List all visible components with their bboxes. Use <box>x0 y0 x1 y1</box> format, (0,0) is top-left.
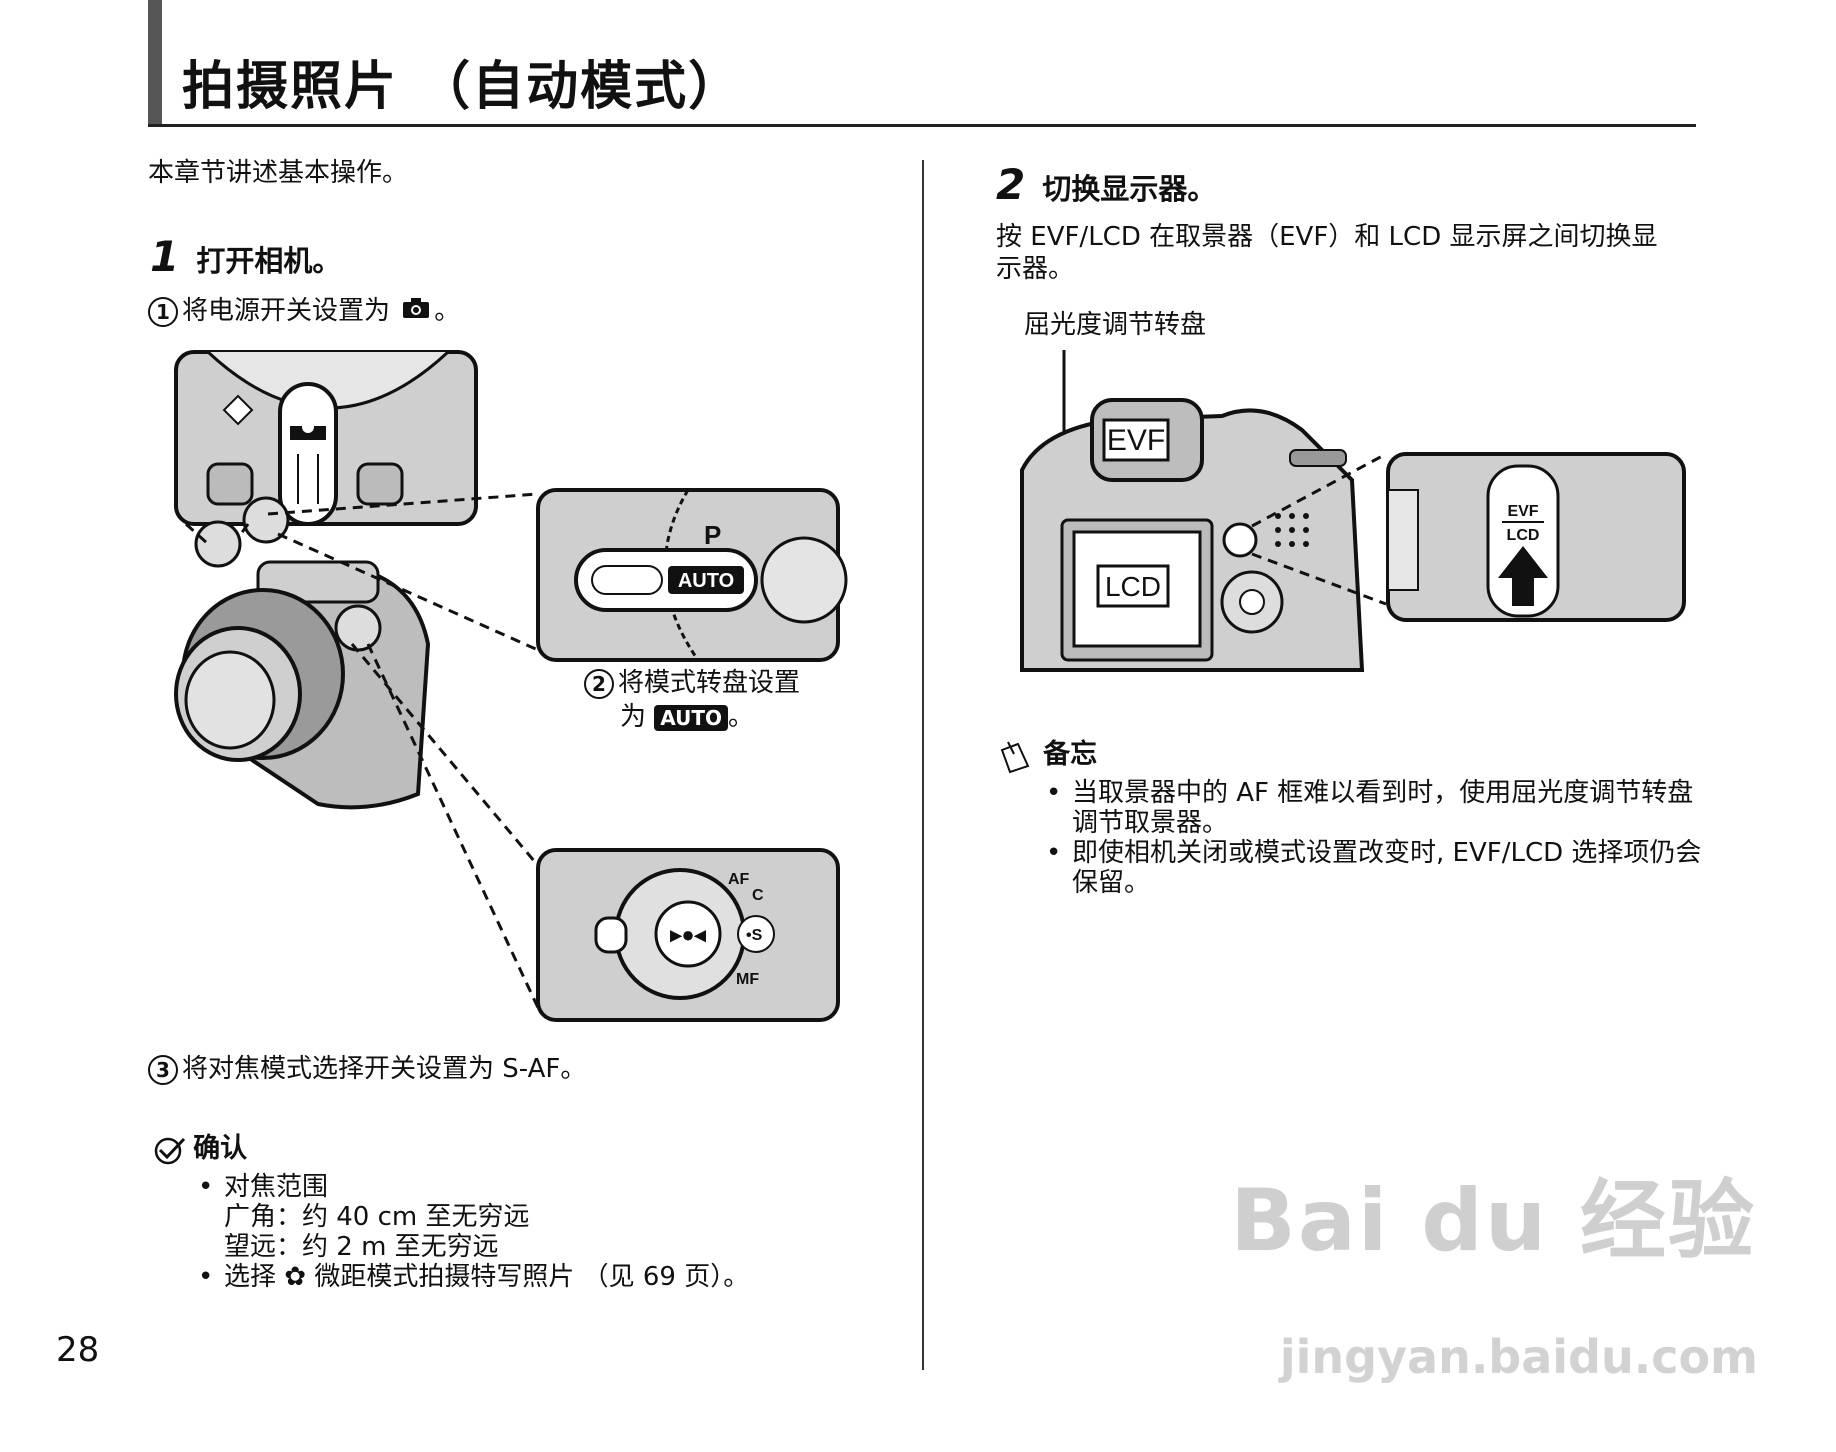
evf-leader-lines <box>1251 452 1387 606</box>
sub2-pre: 为 <box>620 702 647 732</box>
sub2-line1: 将模式转盘设置 <box>618 668 801 698</box>
evf-lcd-button-panel: EVF LCD <box>1386 452 1686 622</box>
baidu-watermark-url: jingyan.baidu.com <box>1279 1330 1758 1384</box>
memo-line: 调节取景器。 <box>1072 808 1229 838</box>
memo-line: 即使相机关闭或模式设置改变时, EVF/LCD 选择项仍会 <box>1072 838 1702 868</box>
step2-number: 2 <box>996 160 1026 209</box>
leader-lines <box>184 492 542 1013</box>
memo-line: 当取景器中的 AF 框难以看到时，使用屈光度调节转盘 <box>1072 778 1694 808</box>
memo-icon <box>998 740 1032 778</box>
dial-p-label: P <box>704 520 721 550</box>
evf-lcd-illustration: EVF LCD EVF LCD <box>1020 350 1686 672</box>
camera-back: EVF LCD <box>1020 398 1365 672</box>
check-icon <box>152 1136 188 1170</box>
lcd-label: LCD <box>1105 571 1161 602</box>
step1-sub2-line2: 为 AUTO。 <box>620 702 754 733</box>
sub3-text: 将对焦模式选择开关设置为 S-AF。 <box>182 1054 587 1084</box>
confirm-line: 对焦范围 <box>224 1172 329 1202</box>
step2-title: 切换显示器。 <box>1042 172 1217 206</box>
memo-title: 备忘 <box>1043 739 1098 770</box>
mode-dial-panel: AUTO P <box>536 488 848 662</box>
focus-mode-panel: ▸●◂ AF C •S MF <box>536 848 840 1022</box>
title-underline <box>148 124 1696 127</box>
diopter-callout: 屈光度调节转盘 <box>1024 310 1207 340</box>
auto-badge: AUTO <box>654 704 729 731</box>
camera-body <box>174 496 431 810</box>
step1-heading: 1 打开相机。 <box>150 232 341 281</box>
focus-c-label: C <box>752 887 764 904</box>
circled-number-2: 2 <box>584 668 614 699</box>
confirm-bullet-1-text: 对焦范围 广角：约 40 cm 至无穷远 望远：约 2 m 至无穷远 <box>224 1172 530 1262</box>
confirm-heading: 确认 <box>152 1126 247 1170</box>
power-switch-panel <box>174 350 478 526</box>
intro-text: 本章节讲述基本操作。 <box>148 158 409 188</box>
focus-af-label: AF <box>728 871 750 888</box>
page-number: 28 <box>56 1330 100 1370</box>
confirm-title: 确认 <box>193 1133 248 1164</box>
dial-auto-label: AUTO <box>678 570 734 592</box>
memo-bullet-2-text: 即使相机关闭或模式设置改变时, EVF/LCD 选择项仍会 保留。 <box>1072 838 1701 898</box>
camera-mode-icon <box>402 296 430 327</box>
step1-number: 1 <box>150 232 180 281</box>
memo-line: 保留。 <box>1072 868 1151 898</box>
btn-lcd-label: LCD <box>1507 527 1540 544</box>
memo-bullet-2: • <box>1046 838 1062 868</box>
camera-setup-illustration: AUTO P ▸●◂ AF C •S MF <box>174 350 848 1022</box>
memo-bullet-1-text: 当取景器中的 AF 框难以看到时，使用屈光度调节转盘 调节取景器。 <box>1072 778 1693 838</box>
focus-s-label: •S <box>746 927 763 944</box>
evf-label: EVF <box>1107 424 1165 457</box>
column-divider <box>922 160 924 1370</box>
memo-heading: 备忘 <box>998 732 1097 778</box>
title-accent-bar <box>148 0 162 126</box>
circled-number-3: 3 <box>148 1054 178 1085</box>
confirm-bullet-1: • <box>198 1172 214 1202</box>
page-title: 拍摄照片 （自动模式） <box>182 57 743 117</box>
step1-title: 打开相机。 <box>196 244 342 278</box>
step2-body-2: 示器。 <box>996 254 1075 284</box>
memo-bullet-1: • <box>1046 778 1062 808</box>
press-arrow-icon <box>1498 546 1548 606</box>
confirm-line: 广角：约 40 cm 至无穷远 <box>224 1202 530 1232</box>
svg-text:▸●◂: ▸●◂ <box>669 922 706 947</box>
circled-number-1: 1 <box>148 296 178 327</box>
sub1-end: 。 <box>434 296 461 326</box>
confirm-bullet-2-text: 选择 ✿ 微距模式拍摄特写照片 （见 69 页）。 <box>224 1262 750 1292</box>
confirm-line: 望远：约 2 m 至无穷远 <box>224 1232 499 1262</box>
focus-mf-label: MF <box>736 971 759 988</box>
step2-heading: 2 切换显示器。 <box>996 160 1216 209</box>
sub2-end: 。 <box>728 702 755 732</box>
btn-evf-label: EVF <box>1507 503 1538 520</box>
baidu-watermark: Bai du 经验 <box>1230 1171 1756 1271</box>
confirm-bullet-2: • <box>198 1262 214 1292</box>
sub1-text: 将电源开关设置为 <box>182 296 391 326</box>
step2-body-1: 按 EVF/LCD 在取景器（EVF）和 LCD 显示屏之间切换显 <box>996 222 1658 252</box>
